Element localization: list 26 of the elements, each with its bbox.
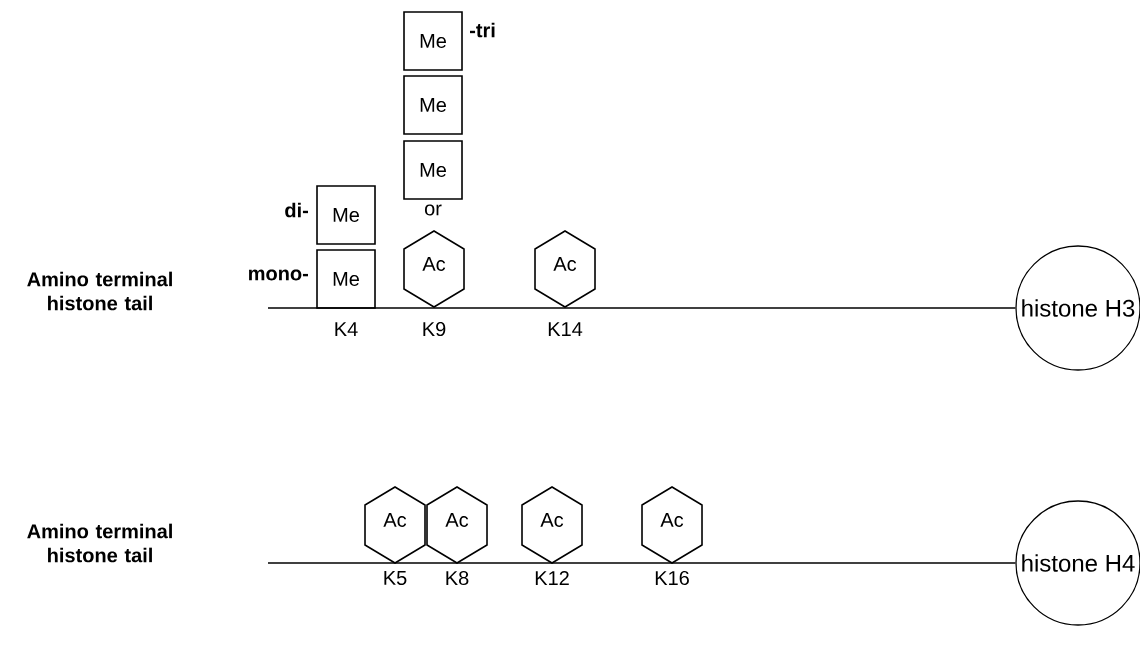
methylation-label: mono- — [249, 269, 308, 281]
residue-label: K8 — [446, 570, 469, 586]
methylation-label: -tri — [470, 22, 495, 38]
residue-label: K16 — [655, 570, 689, 586]
me-box: Me — [403, 75, 463, 135]
or-label: or — [424, 204, 442, 216]
hexagon: Ac — [534, 230, 596, 308]
tail-label: Amino terminal histone tail — [27, 271, 172, 311]
residue-label: K9 — [423, 321, 446, 337]
tail-line — [267, 307, 1017, 309]
me-box: Me — [316, 185, 376, 245]
residue-label: K5 — [384, 571, 407, 585]
residue-label: K4 — [335, 322, 358, 336]
me-box: Me — [403, 11, 463, 71]
me-box: Me — [316, 249, 376, 309]
hexagon: Ac — [641, 486, 703, 564]
hexagon: Ac — [364, 486, 426, 564]
me-box: Me — [403, 140, 463, 200]
residue-label: K14 — [548, 322, 583, 336]
tail-line — [267, 562, 1017, 564]
hexagon: Ac — [426, 486, 488, 564]
hexagon: Ac — [521, 486, 583, 564]
hexagon: Ac — [403, 230, 465, 308]
methylation-label: di- — [285, 202, 308, 218]
residue-label: K12 — [535, 571, 569, 585]
tail-label: Amino terminal histone tail — [27, 523, 172, 563]
